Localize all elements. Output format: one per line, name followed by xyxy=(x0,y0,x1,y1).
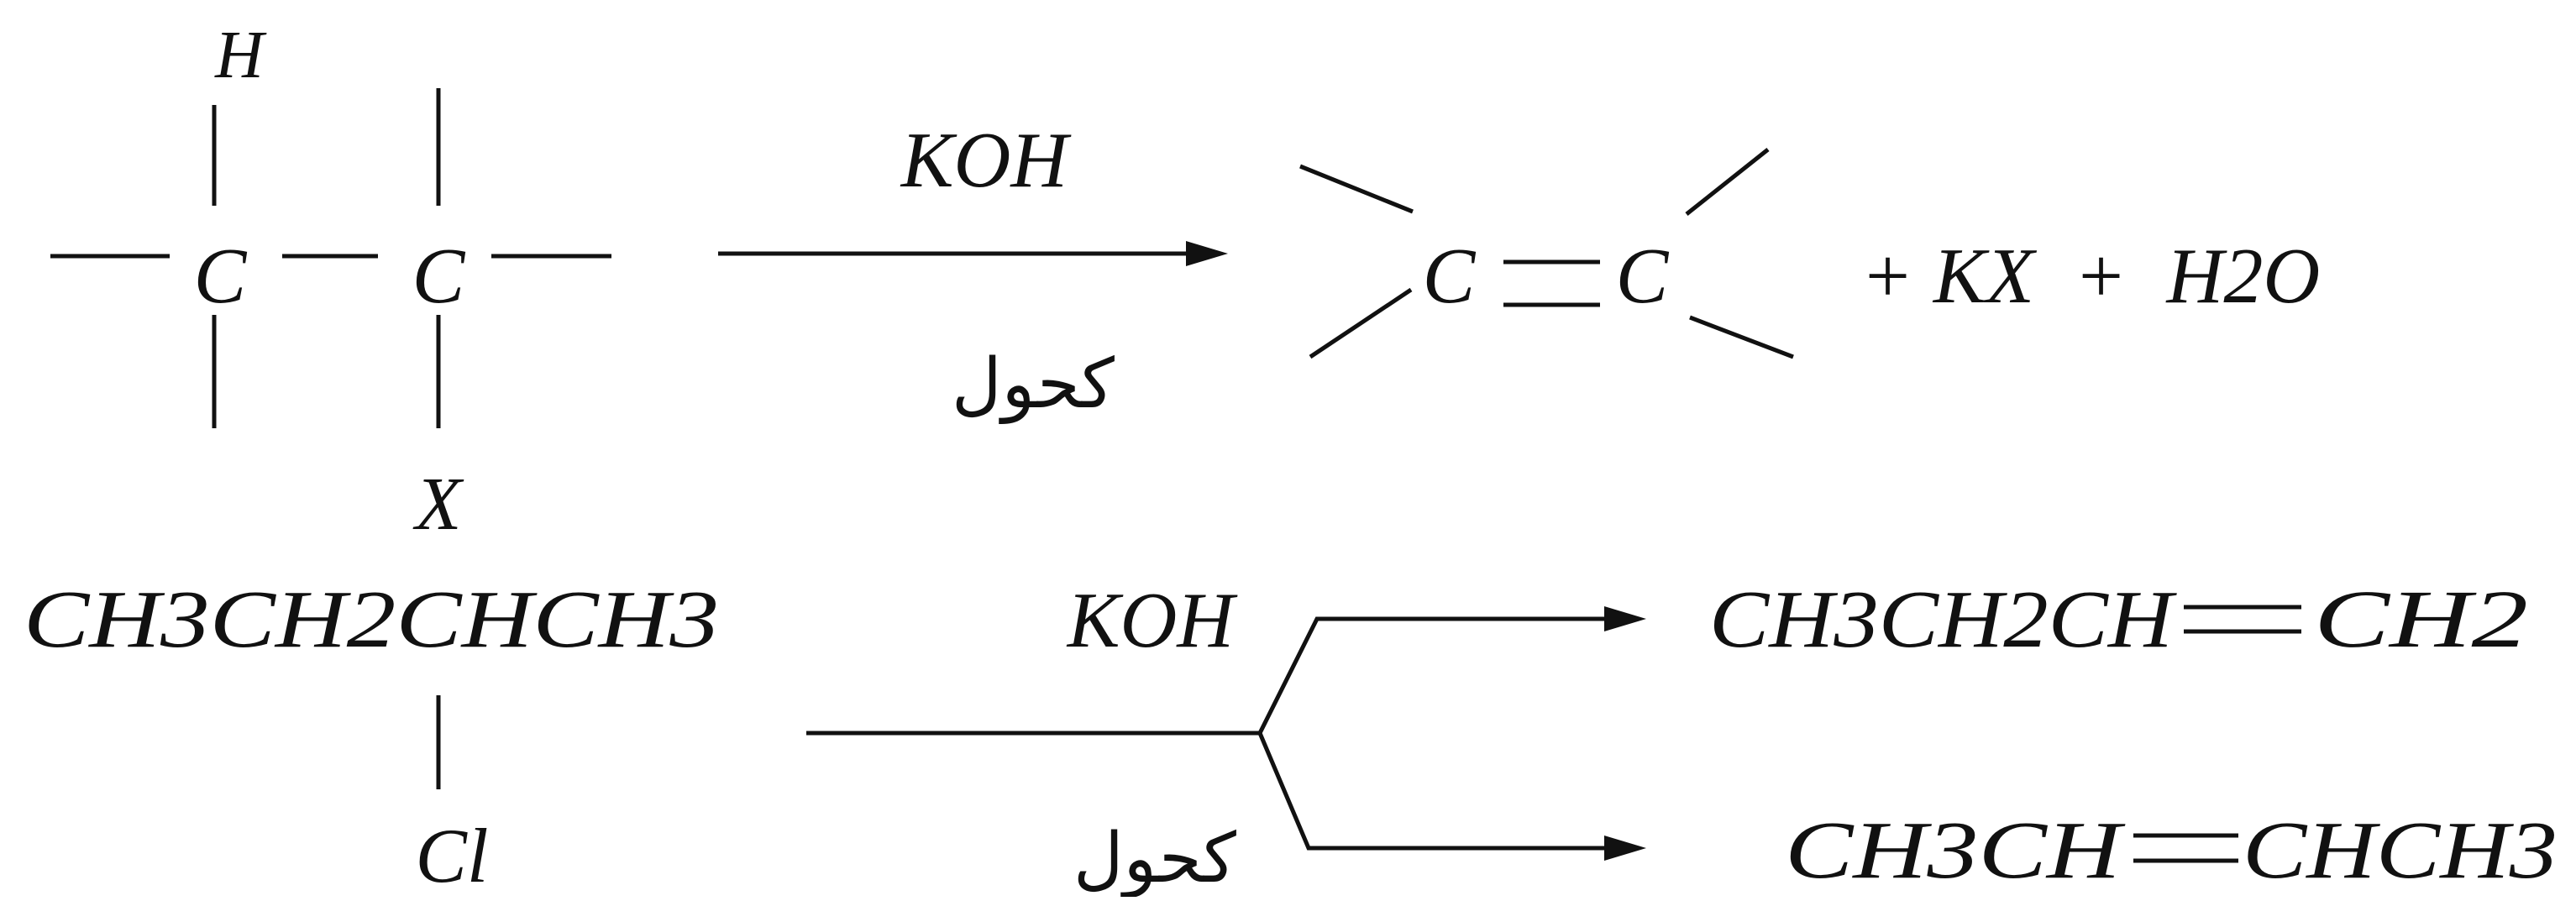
bond-product-lower-left xyxy=(1309,287,1413,359)
branch-arrow-upper xyxy=(1257,616,1608,735)
atom-carbon-right: C xyxy=(412,233,466,320)
byproducts-text: + KX + H2O xyxy=(1860,233,2320,320)
reagent-label-2: KOH xyxy=(1066,577,1239,664)
bond-product-upper-right xyxy=(1685,148,1770,216)
solvent-label: كحول xyxy=(952,344,1115,424)
bond-product-upper-left xyxy=(1299,164,1414,214)
product-1-right: CH2 xyxy=(2314,574,2528,665)
product-2-right: CHCH3 xyxy=(2243,805,2558,896)
solvent-label-2: كحول xyxy=(1073,819,1237,897)
substrate-chain: CH3CH2CHCH3 xyxy=(24,574,719,665)
reagent-label: KOH xyxy=(900,117,1073,204)
product-carbon-left: C xyxy=(1423,233,1477,320)
branch-arrow-lower-head xyxy=(1604,836,1646,861)
product-2-left: CH3CH xyxy=(1785,805,2127,896)
atom-carbon-left: C xyxy=(194,233,248,320)
reaction-arrow-head xyxy=(1186,241,1228,266)
substituent-cl: Cl xyxy=(416,813,489,897)
product-carbon-right: C xyxy=(1616,233,1670,320)
product-1-left: CH3CH2CH xyxy=(1709,574,2178,665)
branch-arrow-lower xyxy=(1257,732,1608,851)
branch-arrow-upper-head xyxy=(1604,606,1646,631)
atom-hydrogen: H xyxy=(214,18,267,92)
atom-halogen: X xyxy=(413,463,464,546)
bond-product-lower-right xyxy=(1689,315,1794,359)
